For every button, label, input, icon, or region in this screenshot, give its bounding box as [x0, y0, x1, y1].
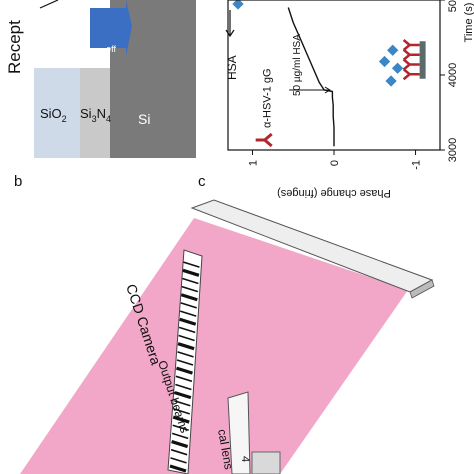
antibody-legend-label: α-HSV-1 gG	[262, 68, 274, 128]
x-axis-title: Time (s)	[463, 3, 474, 43]
hsa-label: HSA	[225, 55, 239, 80]
fringe-line	[176, 359, 194, 366]
sensor-surface	[419, 41, 426, 79]
fringe-line	[179, 317, 197, 326]
fringe-line	[173, 408, 191, 415]
fringe-line	[175, 366, 193, 375]
chip-corner	[251, 451, 281, 474]
y-tick-label: 1	[247, 160, 259, 166]
panel-a-number: 4	[239, 456, 251, 462]
fringe-line	[171, 432, 189, 440]
x-tick-label: 3000	[447, 138, 459, 162]
fringe-line	[183, 261, 200, 268]
sio2-label: SiO2	[40, 106, 67, 124]
lens-label: cal lens	[215, 428, 236, 471]
antibody-icon	[402, 39, 420, 51]
panel-c-label: c	[198, 173, 206, 190]
interference-fringes	[169, 261, 200, 473]
fringe-line	[177, 342, 195, 351]
protein-icon	[391, 62, 404, 74]
neff-arrow	[90, 0, 132, 56]
fringe-line	[178, 326, 196, 334]
neff-label: Neff	[96, 44, 116, 61]
si3n4-label: Si3N4	[80, 106, 111, 124]
panel-a-setup: CCD Camera Output beams cal lens 4	[20, 199, 435, 474]
annotation-arrowhead	[324, 86, 331, 94]
protein-icon	[385, 75, 397, 87]
fringe-line	[169, 464, 187, 473]
fringe-line	[180, 302, 198, 309]
fringe-line	[182, 268, 200, 277]
protein-icon	[378, 55, 391, 68]
output-beams-fan	[20, 218, 408, 474]
fringe-line	[175, 375, 193, 383]
fringe-line	[172, 415, 190, 424]
fringe-line	[171, 440, 189, 449]
sio2-layer	[34, 68, 80, 158]
y-axis-title: Phase change (fringes)	[277, 187, 391, 199]
fringe-line	[174, 391, 192, 400]
annotation-label: 50 µg/ml HSA	[292, 34, 303, 96]
fringe-line	[182, 277, 199, 285]
cylindrical-lens	[227, 391, 251, 474]
antibody-legend-icon	[255, 132, 273, 148]
fringe-line	[179, 310, 197, 317]
protein-icon	[387, 44, 399, 56]
fringe-line	[170, 457, 187, 464]
receptor-pointer	[39, 0, 59, 9]
x-tick-label: 4000	[447, 63, 459, 87]
hsa-protein-icon	[232, 0, 244, 10]
y-tick-label: -1	[411, 160, 423, 170]
panel-b-layer-stack: b Recept SiO2 Si3N4 Si Neff	[5, 0, 196, 190]
si3n4-layer	[80, 68, 110, 158]
fringe-line	[170, 448, 188, 456]
fringe-line	[175, 383, 192, 391]
fringe-line	[177, 351, 194, 358]
fringe-line	[174, 400, 191, 407]
receptor-label: Recept	[5, 20, 24, 74]
chip-block	[251, 451, 281, 474]
panel-b-label: b	[14, 173, 22, 190]
si-label: Si	[138, 111, 150, 127]
fringe-line	[181, 285, 199, 293]
fringe-line	[180, 293, 198, 302]
ccd-camera-side	[409, 279, 435, 299]
antibody-icon	[402, 58, 420, 71]
fringe-line	[178, 334, 195, 342]
hsa-arrow	[225, 10, 235, 38]
antibody-icon	[402, 48, 420, 61]
lens-body	[227, 391, 251, 474]
x-tick-label: 5000	[447, 0, 459, 12]
fringe-line	[172, 424, 189, 431]
y-tick-label: 0	[329, 160, 341, 166]
antibody-icon	[402, 68, 420, 81]
ccd-camera	[167, 199, 435, 474]
